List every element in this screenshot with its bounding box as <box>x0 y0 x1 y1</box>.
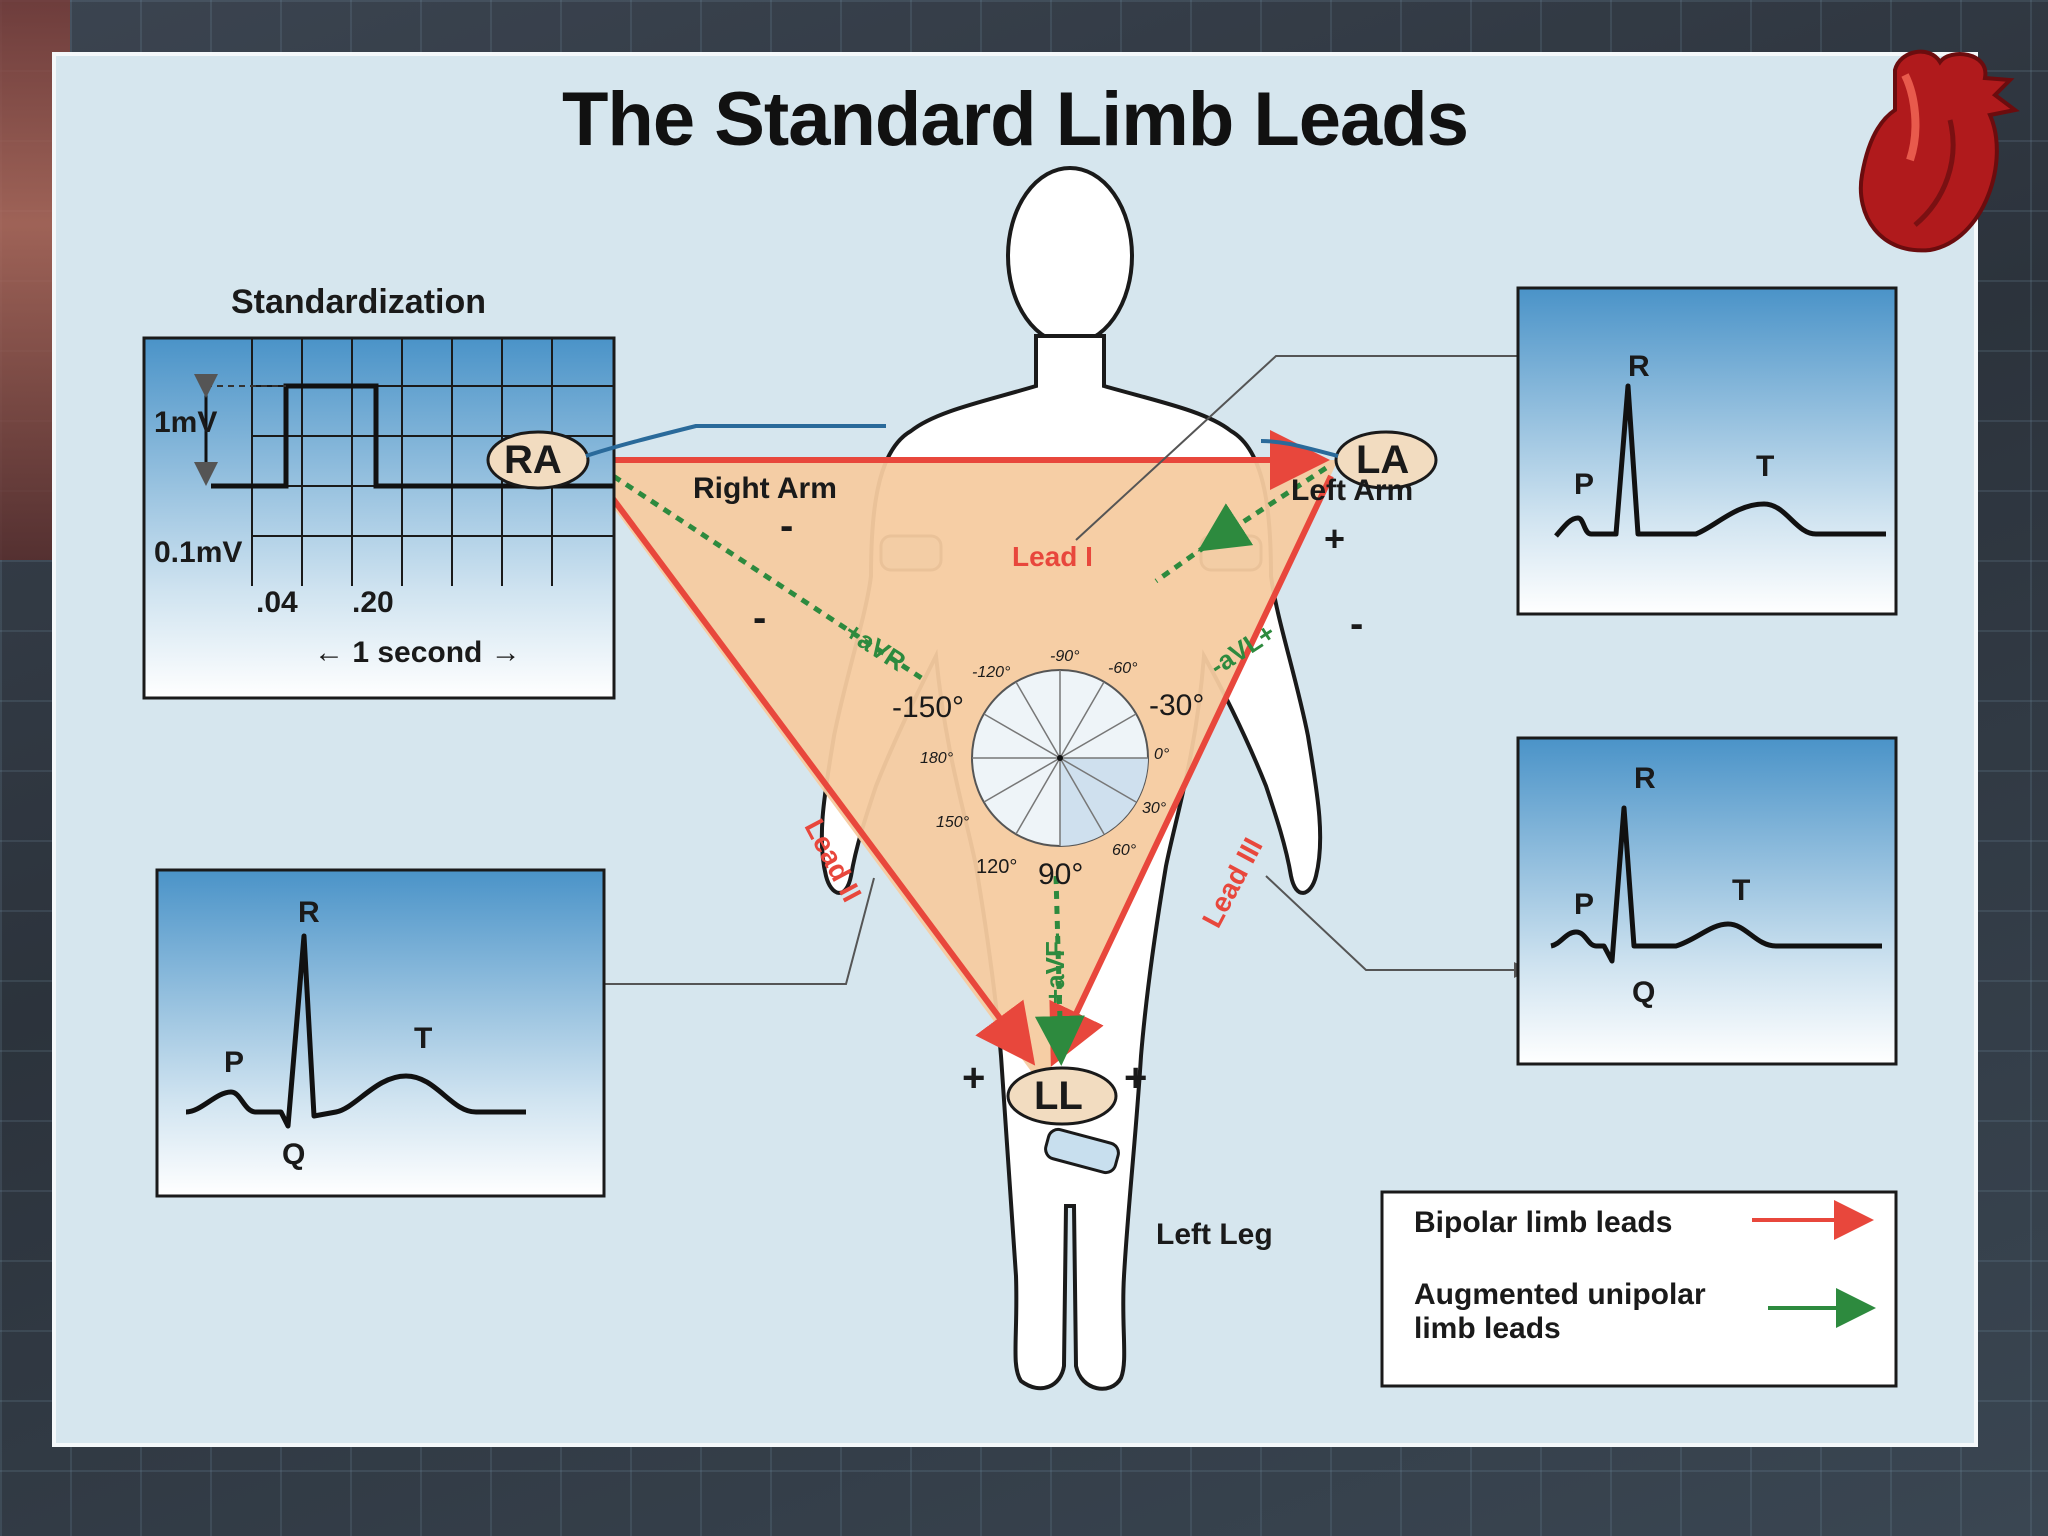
la-plus: + <box>1324 518 1346 559</box>
connector-lines <box>604 355 1530 985</box>
lead-ii-p: P <box>224 1046 245 1079</box>
label-right-arm: Right Arm <box>693 472 837 505</box>
angle-neg90: -90° <box>1050 648 1080 665</box>
label-1mv: 1mV <box>154 406 218 439</box>
angle-120: 120° <box>976 856 1018 878</box>
legend-augmented-label-1: Augmented unipolar <box>1414 1278 1706 1311</box>
lead-i-t: T <box>1756 450 1775 483</box>
legend-bipolar-label: Bipolar limb leads <box>1414 1206 1673 1239</box>
hexaxial-reference-circle <box>971 669 1149 847</box>
slide: The Standard Limb Leads <box>52 52 1978 1447</box>
legend-box <box>1380 1190 1898 1388</box>
la-minus: - <box>1350 602 1364 646</box>
ra-minus-top: - <box>780 504 794 548</box>
diagram-canvas <box>142 166 1898 1391</box>
lead-ii-q: Q <box>282 1138 306 1171</box>
ecg-panel-lead-i <box>1516 286 1898 616</box>
avr-line <box>599 465 928 684</box>
angle-90: 90° <box>1038 858 1084 891</box>
avf-label: +aVF- <box>1040 932 1070 1004</box>
lead-iii-p: P <box>1574 888 1595 921</box>
angle-neg150: -150° <box>892 691 965 724</box>
angle-neg60: -60° <box>1108 660 1138 677</box>
ecg-panel-lead-ii <box>155 868 606 1198</box>
tick-20: .20 <box>352 586 394 619</box>
lead-i-label: Lead I <box>1012 541 1093 572</box>
lead-iii-arrow <box>1049 474 1334 1067</box>
lead-iii-q: Q <box>1632 976 1656 1009</box>
lead-iii-r: R <box>1634 762 1656 795</box>
standardization-heading: Standardization <box>231 283 487 321</box>
avf-line <box>1034 875 1085 1066</box>
label-left-arm: Left Arm <box>1291 474 1414 507</box>
ll-plus-right: + <box>1124 1056 1148 1100</box>
avl-tail-line <box>1154 543 1208 584</box>
einthoven-triangle <box>578 460 1338 1086</box>
angle-0: 0° <box>1154 746 1170 763</box>
angle-180: 180° <box>920 750 954 767</box>
legend-augmented-label-2: limb leads <box>1414 1312 1561 1345</box>
label-01mv: 0.1mV <box>154 536 243 569</box>
electrode-ra-label: RA <box>504 438 562 482</box>
electrode-ll <box>1006 1066 1118 1126</box>
lead-ii-r: R <box>298 896 320 929</box>
tick-04: .04 <box>256 586 298 619</box>
ecg-panel-lead-iii <box>1516 736 1898 1066</box>
lead-i-r: R <box>1628 350 1650 383</box>
angle-neg30: -30° <box>1149 689 1205 722</box>
lead-ii-t: T <box>414 1022 433 1055</box>
standardization-panel <box>142 336 616 700</box>
cable-la <box>1260 439 1339 458</box>
ra-minus-bottom: - <box>753 596 767 640</box>
label-one-second: ← 1 second → <box>314 636 521 669</box>
angle-60: 60° <box>1112 842 1137 859</box>
cable-ra <box>585 424 886 458</box>
angle-neg120: -120° <box>972 664 1011 681</box>
page-title: The Standard Limb Leads <box>561 77 1469 162</box>
lead-i-p: P <box>1574 468 1595 501</box>
electrode-ra <box>486 430 590 490</box>
label-left-leg: Left Leg <box>1156 1218 1273 1251</box>
lead-ii-arrow <box>593 474 1036 1066</box>
lead-iii-t: T <box>1732 874 1751 907</box>
electrode-ll-label: LL <box>1034 1074 1083 1118</box>
ll-plus-left: + <box>962 1056 986 1100</box>
electrode-la <box>1334 430 1438 490</box>
angle-30: 30° <box>1142 800 1167 817</box>
angle-150: 150° <box>936 814 970 831</box>
electrode-la-label: LA <box>1356 438 1410 482</box>
